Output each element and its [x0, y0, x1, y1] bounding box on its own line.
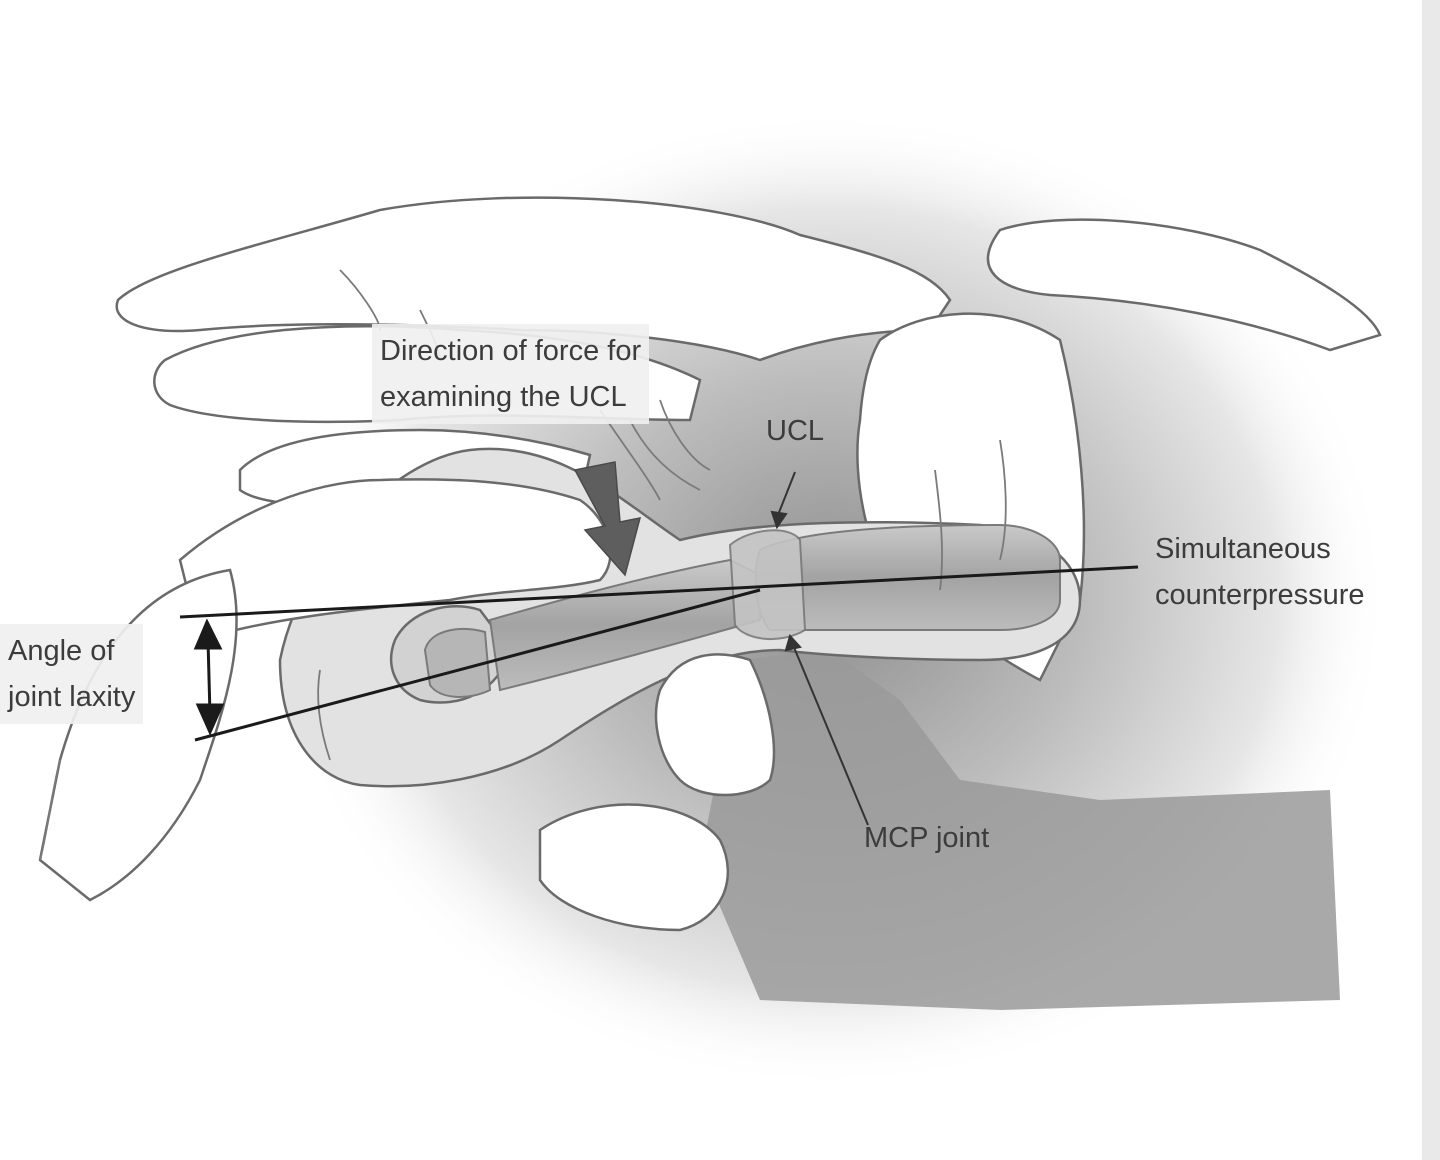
axis-line-lower [194, 588, 761, 742]
angle-indicator [193, 618, 225, 736]
angle-of-laxity-label: Angle of joint laxity [0, 624, 144, 724]
mcp-joint-label: MCP joint [864, 822, 990, 854]
examiner-lower-hand [38, 478, 776, 932]
force-arrow [573, 461, 642, 577]
examiner-upper-hand [115, 196, 1382, 682]
reference-lines [179, 565, 1139, 742]
leader-lines [770, 471, 869, 826]
right-edge-strip [1422, 0, 1440, 1160]
force-direction-label: Direction of force for examining the UCL [372, 324, 650, 424]
distal-phalanx [423, 628, 492, 698]
axis-line-upper [179, 565, 1139, 619]
mcp-leader [792, 644, 869, 826]
joint-capsule [728, 529, 807, 641]
ucl-label: UCL [766, 415, 825, 447]
wrist-shadow [700, 650, 1340, 1010]
ucl-leader [777, 471, 796, 516]
counterpressure-label: Simultaneous counterpressure [1155, 533, 1365, 611]
